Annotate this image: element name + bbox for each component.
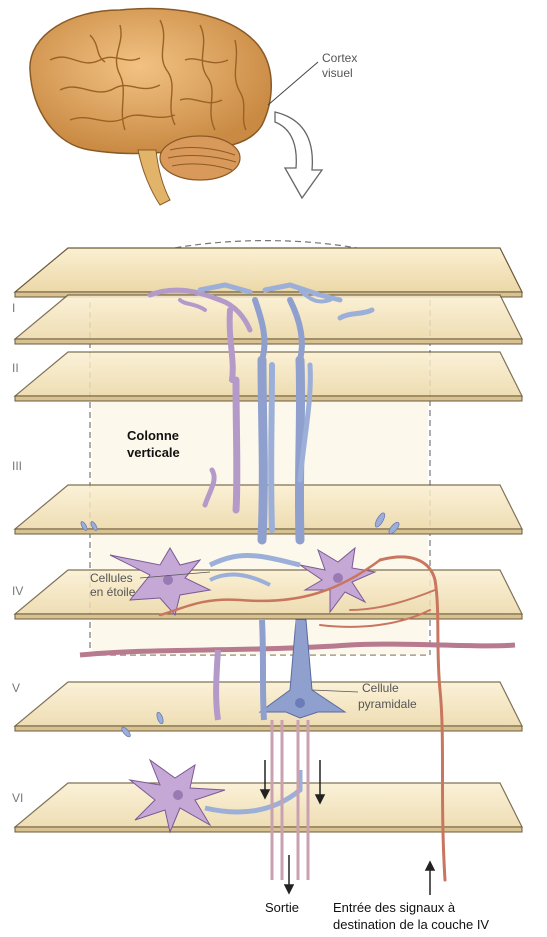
layer-plate xyxy=(15,352,522,401)
descending-dendrite-mid xyxy=(262,620,264,720)
cerebellum xyxy=(160,136,240,180)
brain-illustration xyxy=(30,9,271,205)
layer-numeral-v: V xyxy=(12,681,20,695)
layer-numeral-iii: III xyxy=(12,459,22,473)
cortex-pointer-line xyxy=(268,62,318,105)
label-cortex-visuel: Cortex visuel xyxy=(322,51,361,80)
label-sortie: Sortie xyxy=(265,900,299,915)
layer-numeral-i: I xyxy=(12,301,15,315)
descending-dendrite-left xyxy=(216,650,218,720)
label-cellules-etoile: Cellules en étoile xyxy=(90,571,136,599)
zoom-arrow xyxy=(275,112,322,198)
layer-plate xyxy=(15,295,522,344)
label-entree-signaux: Entrée des signaux à destination de la c… xyxy=(333,900,489,932)
layer-numeral-vi: VI xyxy=(12,791,23,805)
brain-cortex xyxy=(30,9,271,154)
layer-numeral-ii: II xyxy=(12,361,19,375)
layer-numeral-iv: IV xyxy=(12,584,23,598)
